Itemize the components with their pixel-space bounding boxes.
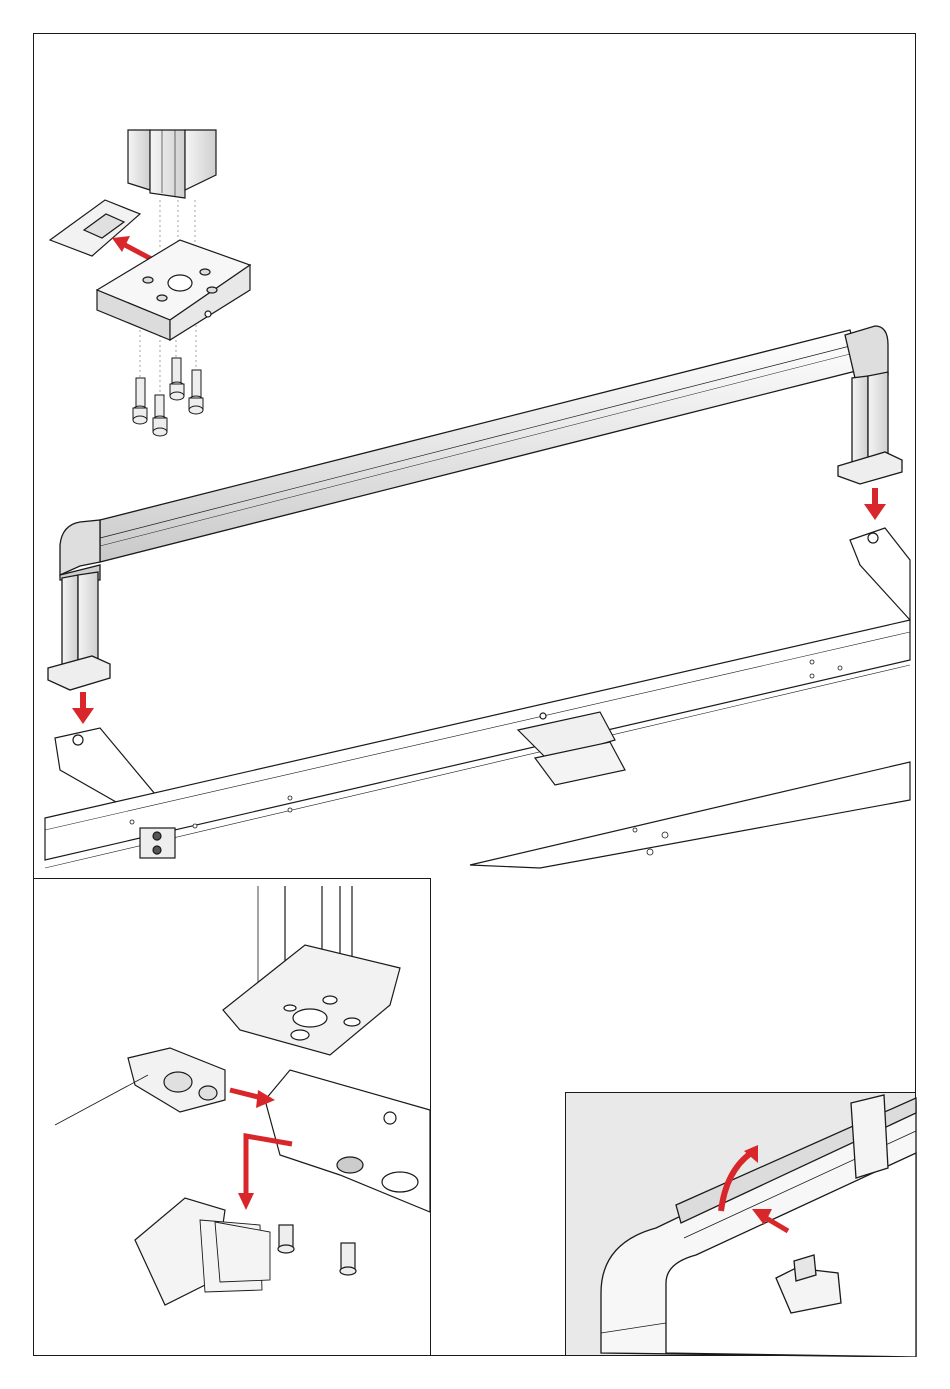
frame	[45, 528, 910, 868]
screws	[133, 358, 203, 436]
foot-block	[97, 240, 250, 340]
inset-end-cap-panel	[33, 878, 431, 1356]
inset-clip-panel	[565, 1092, 916, 1356]
clip-detail	[566, 1093, 917, 1357]
post-section	[128, 130, 216, 198]
